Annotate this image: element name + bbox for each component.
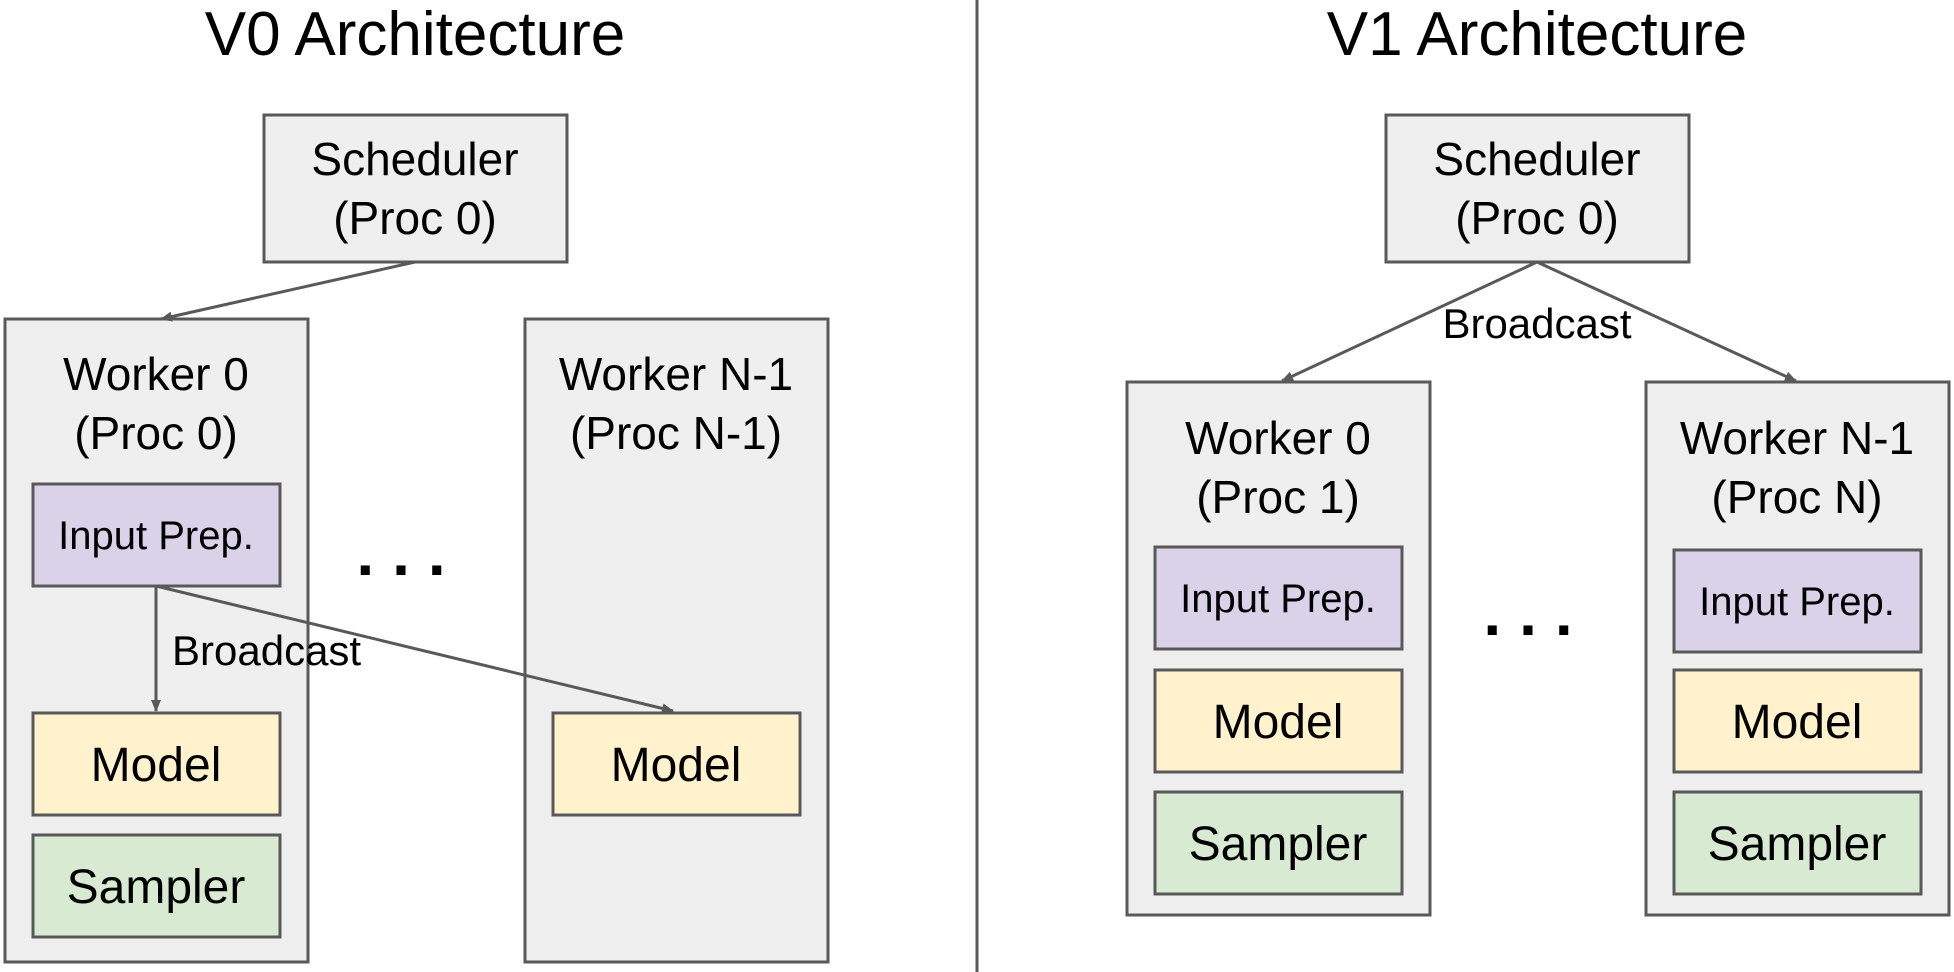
v0-worker0-box: Worker 0 (Proc 0) Input Prep. Model Samp…	[3, 317, 310, 964]
v1-workerN-proc-label: (Proc N)	[1711, 471, 1882, 523]
v1-arrow-scheduler-to-worker0	[1281, 260, 1538, 383]
v1-worker0-sampler	[1153, 790, 1404, 896]
v0-scheduler-rect	[262, 113, 569, 264]
v1-worker0-input-prep	[1153, 545, 1404, 651]
v1-workerN-sampler-label: Sampler	[1708, 818, 1887, 871]
v0-workerN-model	[551, 711, 802, 817]
v1-workerN-box: Worker N-1 (Proc N) Input Prep. Model Sa…	[1644, 380, 1951, 917]
v1-worker0-label: Worker 0	[1185, 412, 1371, 464]
v1-scheduler-box: Scheduler (Proc 0)	[1384, 113, 1691, 264]
v1-worker0-proc-label: (Proc 1)	[1196, 471, 1360, 523]
v0-scheduler-box: Scheduler (Proc 0)	[262, 113, 569, 264]
v0-worker0-sampler	[31, 833, 282, 939]
v0-arrow-scheduler-to-worker0	[160, 260, 416, 322]
v0-workerN-proc-label: (Proc N-1)	[570, 407, 782, 459]
v1-ellipsis: ...	[1483, 577, 1590, 649]
v0-scheduler-label: Scheduler	[311, 133, 518, 185]
v1-title: V1 Architecture	[1327, 0, 1747, 69]
v1-workerN-input-prep	[1672, 548, 1923, 654]
v1-broadcast-label: Broadcast	[1442, 300, 1631, 347]
v1-scheduler-rect	[1384, 113, 1691, 264]
v0-ellipsis: ...	[356, 517, 463, 589]
v1-worker0-model	[1153, 668, 1404, 774]
v1-arrow-scheduler-to-workerN	[1536, 260, 1797, 383]
v1-worker0-model-label: Model	[1213, 696, 1344, 749]
v0-workerN-box: Worker N-1 (Proc N-1) Model	[523, 317, 830, 964]
v0-workerN-rect	[523, 317, 830, 964]
v0-worker0-model-label: Model	[91, 739, 222, 792]
v0-worker0-proc-label: (Proc 0)	[74, 407, 238, 459]
v1-panel: V1 Architecture Scheduler (Proc 0) Broad…	[1125, 0, 1951, 917]
v0-arrow-prep-to-workerN-model	[155, 584, 674, 714]
v1-workerN-sampler	[1672, 790, 1923, 896]
v0-workerN-model-label: Model	[611, 739, 742, 792]
v1-scheduler-proc-label: (Proc 0)	[1455, 192, 1619, 244]
v0-worker0-model	[31, 711, 282, 817]
v1-workerN-model-label: Model	[1732, 696, 1863, 749]
v0-scheduler-proc-label: (Proc 0)	[333, 192, 497, 244]
v0-worker0-input-prep	[31, 482, 282, 588]
v1-workerN-label: Worker N-1	[1680, 412, 1914, 464]
v0-worker0-label: Worker 0	[63, 348, 249, 400]
v1-worker0-sampler-label: Sampler	[1189, 818, 1368, 871]
v0-worker0-sampler-label: Sampler	[67, 861, 246, 914]
v0-broadcast-label: Broadcast	[172, 627, 361, 674]
v1-worker0-input-prep-label: Input Prep.	[1180, 577, 1376, 621]
v1-worker0-box: Worker 0 (Proc 1) Input Prep. Model Samp…	[1125, 380, 1432, 917]
v0-panel: V0 Architecture Scheduler (Proc 0) Worke…	[3, 0, 830, 964]
v0-title: V0 Architecture	[205, 0, 625, 69]
v1-workerN-input-prep-label: Input Prep.	[1699, 580, 1895, 624]
v0-worker0-input-prep-label: Input Prep.	[58, 514, 254, 558]
v1-workerN-model	[1672, 668, 1923, 774]
v1-scheduler-label: Scheduler	[1433, 133, 1640, 185]
v0-workerN-label: Worker N-1	[559, 348, 793, 400]
